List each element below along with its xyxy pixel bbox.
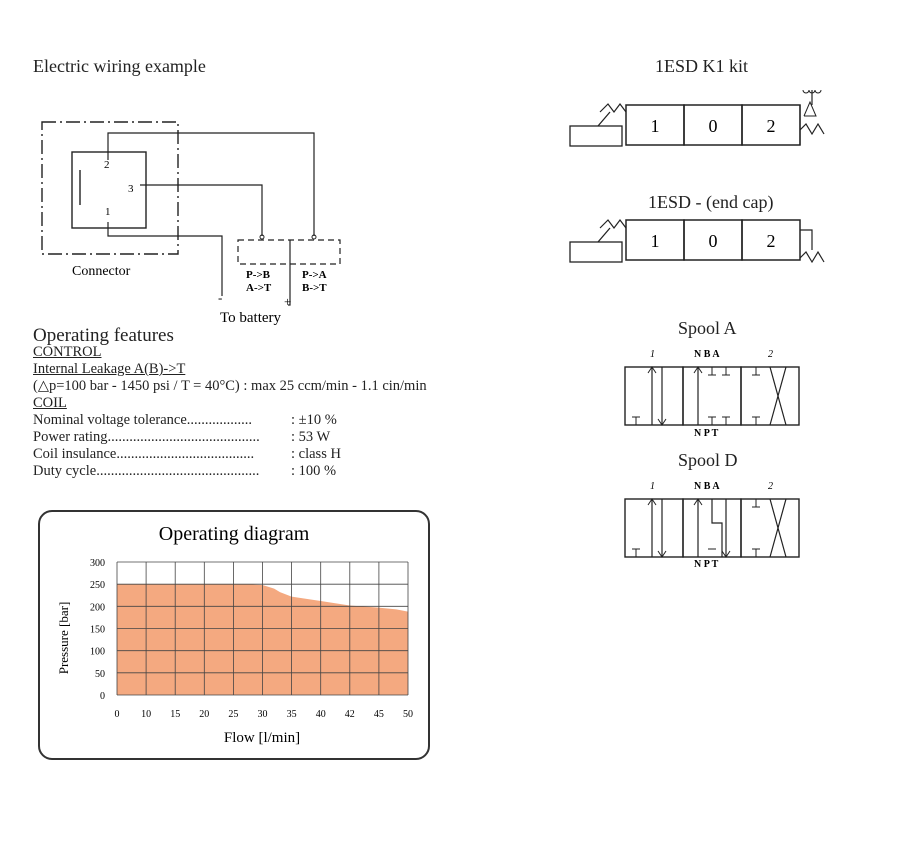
endcap-position-0: 0 xyxy=(709,231,718,251)
pin-2-label: 2 xyxy=(104,159,110,171)
control-heading: CONTROL xyxy=(33,344,102,360)
endcap-valve-symbol: 1 0 2 xyxy=(569,219,825,264)
spool-d-bottom-ports: N P T xyxy=(694,559,719,570)
connector-body xyxy=(71,151,147,229)
endcap-title: 1ESD - (end cap) xyxy=(648,192,774,212)
chart-y-tick-label: 300 xyxy=(90,558,105,569)
wire-pin-3 xyxy=(140,184,263,236)
features-title: Operating features xyxy=(33,325,174,346)
spool-d-top-ports: N B A xyxy=(694,481,720,492)
chart-x-tick-label: 42 xyxy=(345,709,355,720)
chart-title: Operating diagram xyxy=(159,523,310,545)
right-flow-1: P->A xyxy=(302,269,327,281)
wiring-diagram: 2 3 1 P->B A->T P->A B->T - + Connector … xyxy=(41,121,341,326)
chart-y-tick-label: 150 xyxy=(90,625,105,636)
chart-x-tick-label: 30 xyxy=(258,709,268,720)
spool-a-mark-1: 1 xyxy=(650,349,655,360)
k1-position-2: 2 xyxy=(767,116,776,136)
feature-row: Nominal voltage tolerance...............… xyxy=(33,412,337,428)
chart-x-tick-label: 15 xyxy=(170,709,180,720)
wiring-title: Electric wiring example xyxy=(33,56,206,76)
k1-position-1: 1 xyxy=(651,116,660,136)
right-flow-2: B->T xyxy=(302,282,327,294)
pin-1-label: 1 xyxy=(105,206,111,218)
endcap-position-2: 2 xyxy=(767,231,776,251)
k1-position-0: 0 xyxy=(709,116,718,136)
solenoid-box xyxy=(237,239,341,265)
chart-y-tick-label: 250 xyxy=(90,580,105,591)
chart-y-tick-label: 200 xyxy=(90,602,105,613)
chart-x-tick-label: 45 xyxy=(374,709,384,720)
pin-3-label: 3 xyxy=(128,183,134,195)
operating-diagram-chart: Operating diagram Pressure [bar] Flow [l… xyxy=(56,523,413,746)
feature-row: Power rating............................… xyxy=(33,429,331,445)
chart-x-tick-label: 10 xyxy=(141,709,151,720)
feature-row: Coil insulance..........................… xyxy=(33,446,341,462)
minus-sign: - xyxy=(218,290,222,305)
operating-diagram-frame xyxy=(38,510,430,760)
spool-d-symbol: 1 N B A 2 N P T xyxy=(624,481,800,570)
k1-valve-symbol: 1 0 2 xyxy=(569,90,825,147)
chart-x-tick-label: 25 xyxy=(228,709,238,720)
k1-kit-title: 1ESD K1 kit xyxy=(655,56,749,76)
spool-a-mark-2: 2 xyxy=(768,349,773,360)
connector-outline xyxy=(41,121,179,255)
spool-a-symbol: 1 N B A 2 N P T xyxy=(624,349,800,439)
left-flow-2: A->T xyxy=(246,282,272,294)
spool-a-bottom-ports: N P T xyxy=(694,428,719,439)
battery-label: To battery xyxy=(220,310,282,326)
spool-a-top-ports: N B A xyxy=(694,349,720,360)
wire-pin-2 xyxy=(107,132,315,236)
spool-d-title: Spool D xyxy=(678,450,738,470)
chart-x-axis-label: Flow [l/min] xyxy=(224,730,300,746)
feature-row: Duty cycle..............................… xyxy=(33,463,337,479)
plus-sign: + xyxy=(284,294,291,309)
chart-y-tick-label: 0 xyxy=(100,691,105,702)
chart-y-tick-label: 100 xyxy=(90,647,105,658)
wire-common xyxy=(288,240,291,306)
chart-y-axis-label: Pressure [bar] xyxy=(56,602,71,675)
operating-features: Operating features CONTROL Internal Leak… xyxy=(33,325,427,480)
spool-a-title: Spool A xyxy=(678,318,737,338)
connector-label: Connector xyxy=(72,264,131,279)
spool-symbols: 1 N B A 2 N P T 1 N B A 2 xyxy=(624,349,800,570)
valve-symbols: 1 0 2 1 0 2 xyxy=(569,90,825,264)
chart-x-tick-label: 50 xyxy=(403,709,413,720)
spool-d-mark-2: 2 xyxy=(768,481,773,492)
endcap-position-1: 1 xyxy=(651,231,660,251)
leakage-line-2: (△p=100 bar - 1450 psi / T = 40°C) : max… xyxy=(33,378,427,394)
spool-d-mark-1: 1 xyxy=(650,481,655,492)
chart-x-tick-label: 35 xyxy=(287,709,297,720)
leakage-line-1: Internal Leakage A(B)->T xyxy=(33,361,186,377)
coil-heading: COIL xyxy=(33,395,67,411)
left-flow-1: P->B xyxy=(246,269,271,281)
chart-y-tick-label: 50 xyxy=(95,669,105,680)
chart-x-tick-label: 0 xyxy=(115,709,120,720)
chart-x-tick-label: 40 xyxy=(316,709,326,720)
chart-x-tick-label: 20 xyxy=(199,709,209,720)
wire-pin-1 xyxy=(107,222,223,296)
